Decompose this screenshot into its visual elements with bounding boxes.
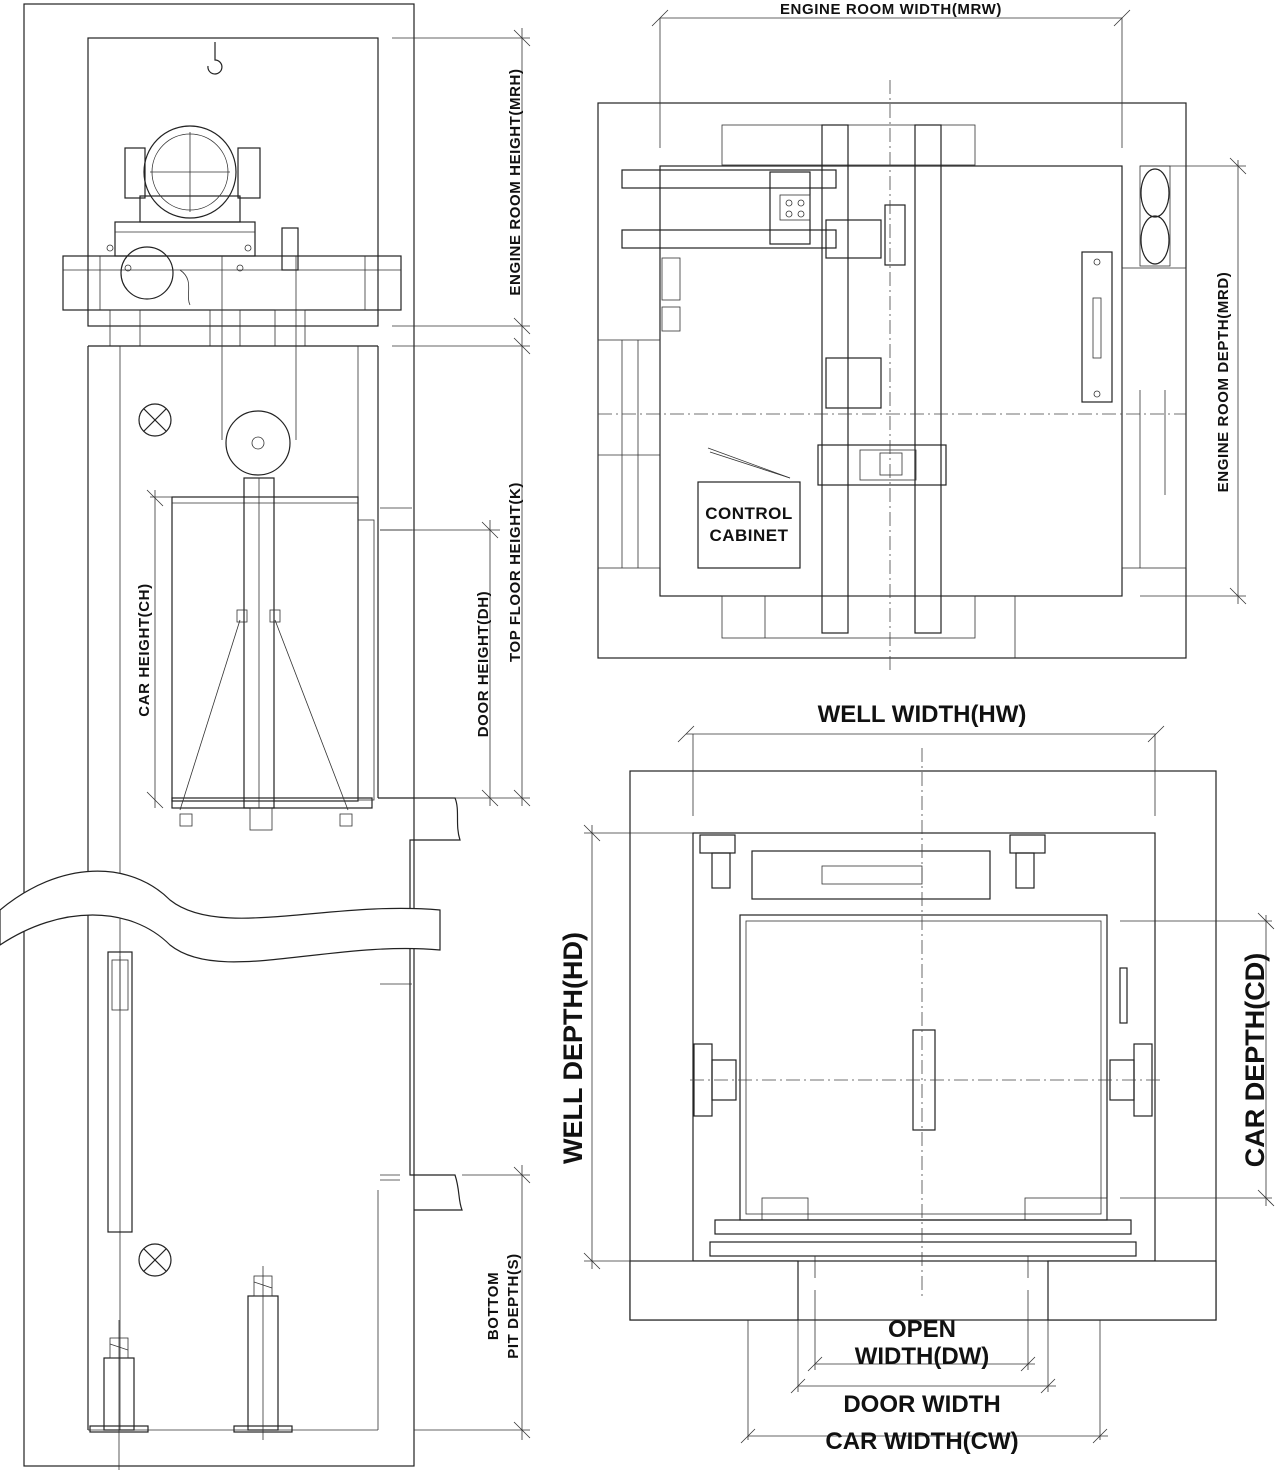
shaft-section-view bbox=[0, 3, 531, 1470]
well-plan bbox=[583, 725, 1275, 1444]
car-buffer bbox=[233, 1266, 293, 1440]
engine-room-depth-label: ENGINE ROOM DEPTH(MRD) bbox=[1215, 272, 1232, 493]
open-width-label-line1: OPEN bbox=[888, 1316, 956, 1343]
engine-room-height-label: ENGINE ROOM HEIGHT(MRH) bbox=[507, 68, 524, 295]
section-break-line bbox=[0, 870, 441, 963]
top-floor-height-label: TOP FLOOR HEIGHT(K) bbox=[507, 482, 524, 662]
shaft-lamp-bottom-icon bbox=[138, 1243, 172, 1277]
open-width-label-line2: WIDTH(DW) bbox=[855, 1343, 990, 1370]
counterweight-buffer bbox=[89, 1320, 149, 1470]
well-depth-label: WELL DEPTH(HD) bbox=[558, 932, 588, 1164]
machine-room-plan bbox=[597, 9, 1247, 670]
control-cabinet-label-line1: CONTROL bbox=[705, 504, 793, 523]
elevator-car bbox=[171, 477, 375, 831]
counterweight bbox=[107, 951, 133, 1233]
control-cabinet-label-line2: CABINET bbox=[709, 526, 788, 545]
engine-room-width-label: ENGINE ROOM WIDTH(MRW) bbox=[780, 1, 1002, 18]
well-width-label: WELL WIDTH(HW) bbox=[818, 701, 1027, 728]
car-sheave bbox=[225, 410, 291, 476]
car-width-label: CAR WIDTH(CW) bbox=[825, 1428, 1018, 1455]
door-height-label: DOOR HEIGHT(DH) bbox=[475, 591, 492, 738]
traction-machine bbox=[106, 125, 299, 306]
bottom-pit-depth-label-line2: PIT DEPTH(S) bbox=[505, 1253, 522, 1359]
car-height-label: CAR HEIGHT(CH) bbox=[136, 583, 153, 716]
shaft-lamp-top-icon bbox=[138, 403, 172, 437]
door-width-label: DOOR WIDTH bbox=[843, 1391, 1000, 1418]
car-depth-label: CAR DEPTH(CD) bbox=[1240, 953, 1270, 1167]
bottom-pit-depth-label-line1: BOTTOM bbox=[485, 1272, 502, 1340]
